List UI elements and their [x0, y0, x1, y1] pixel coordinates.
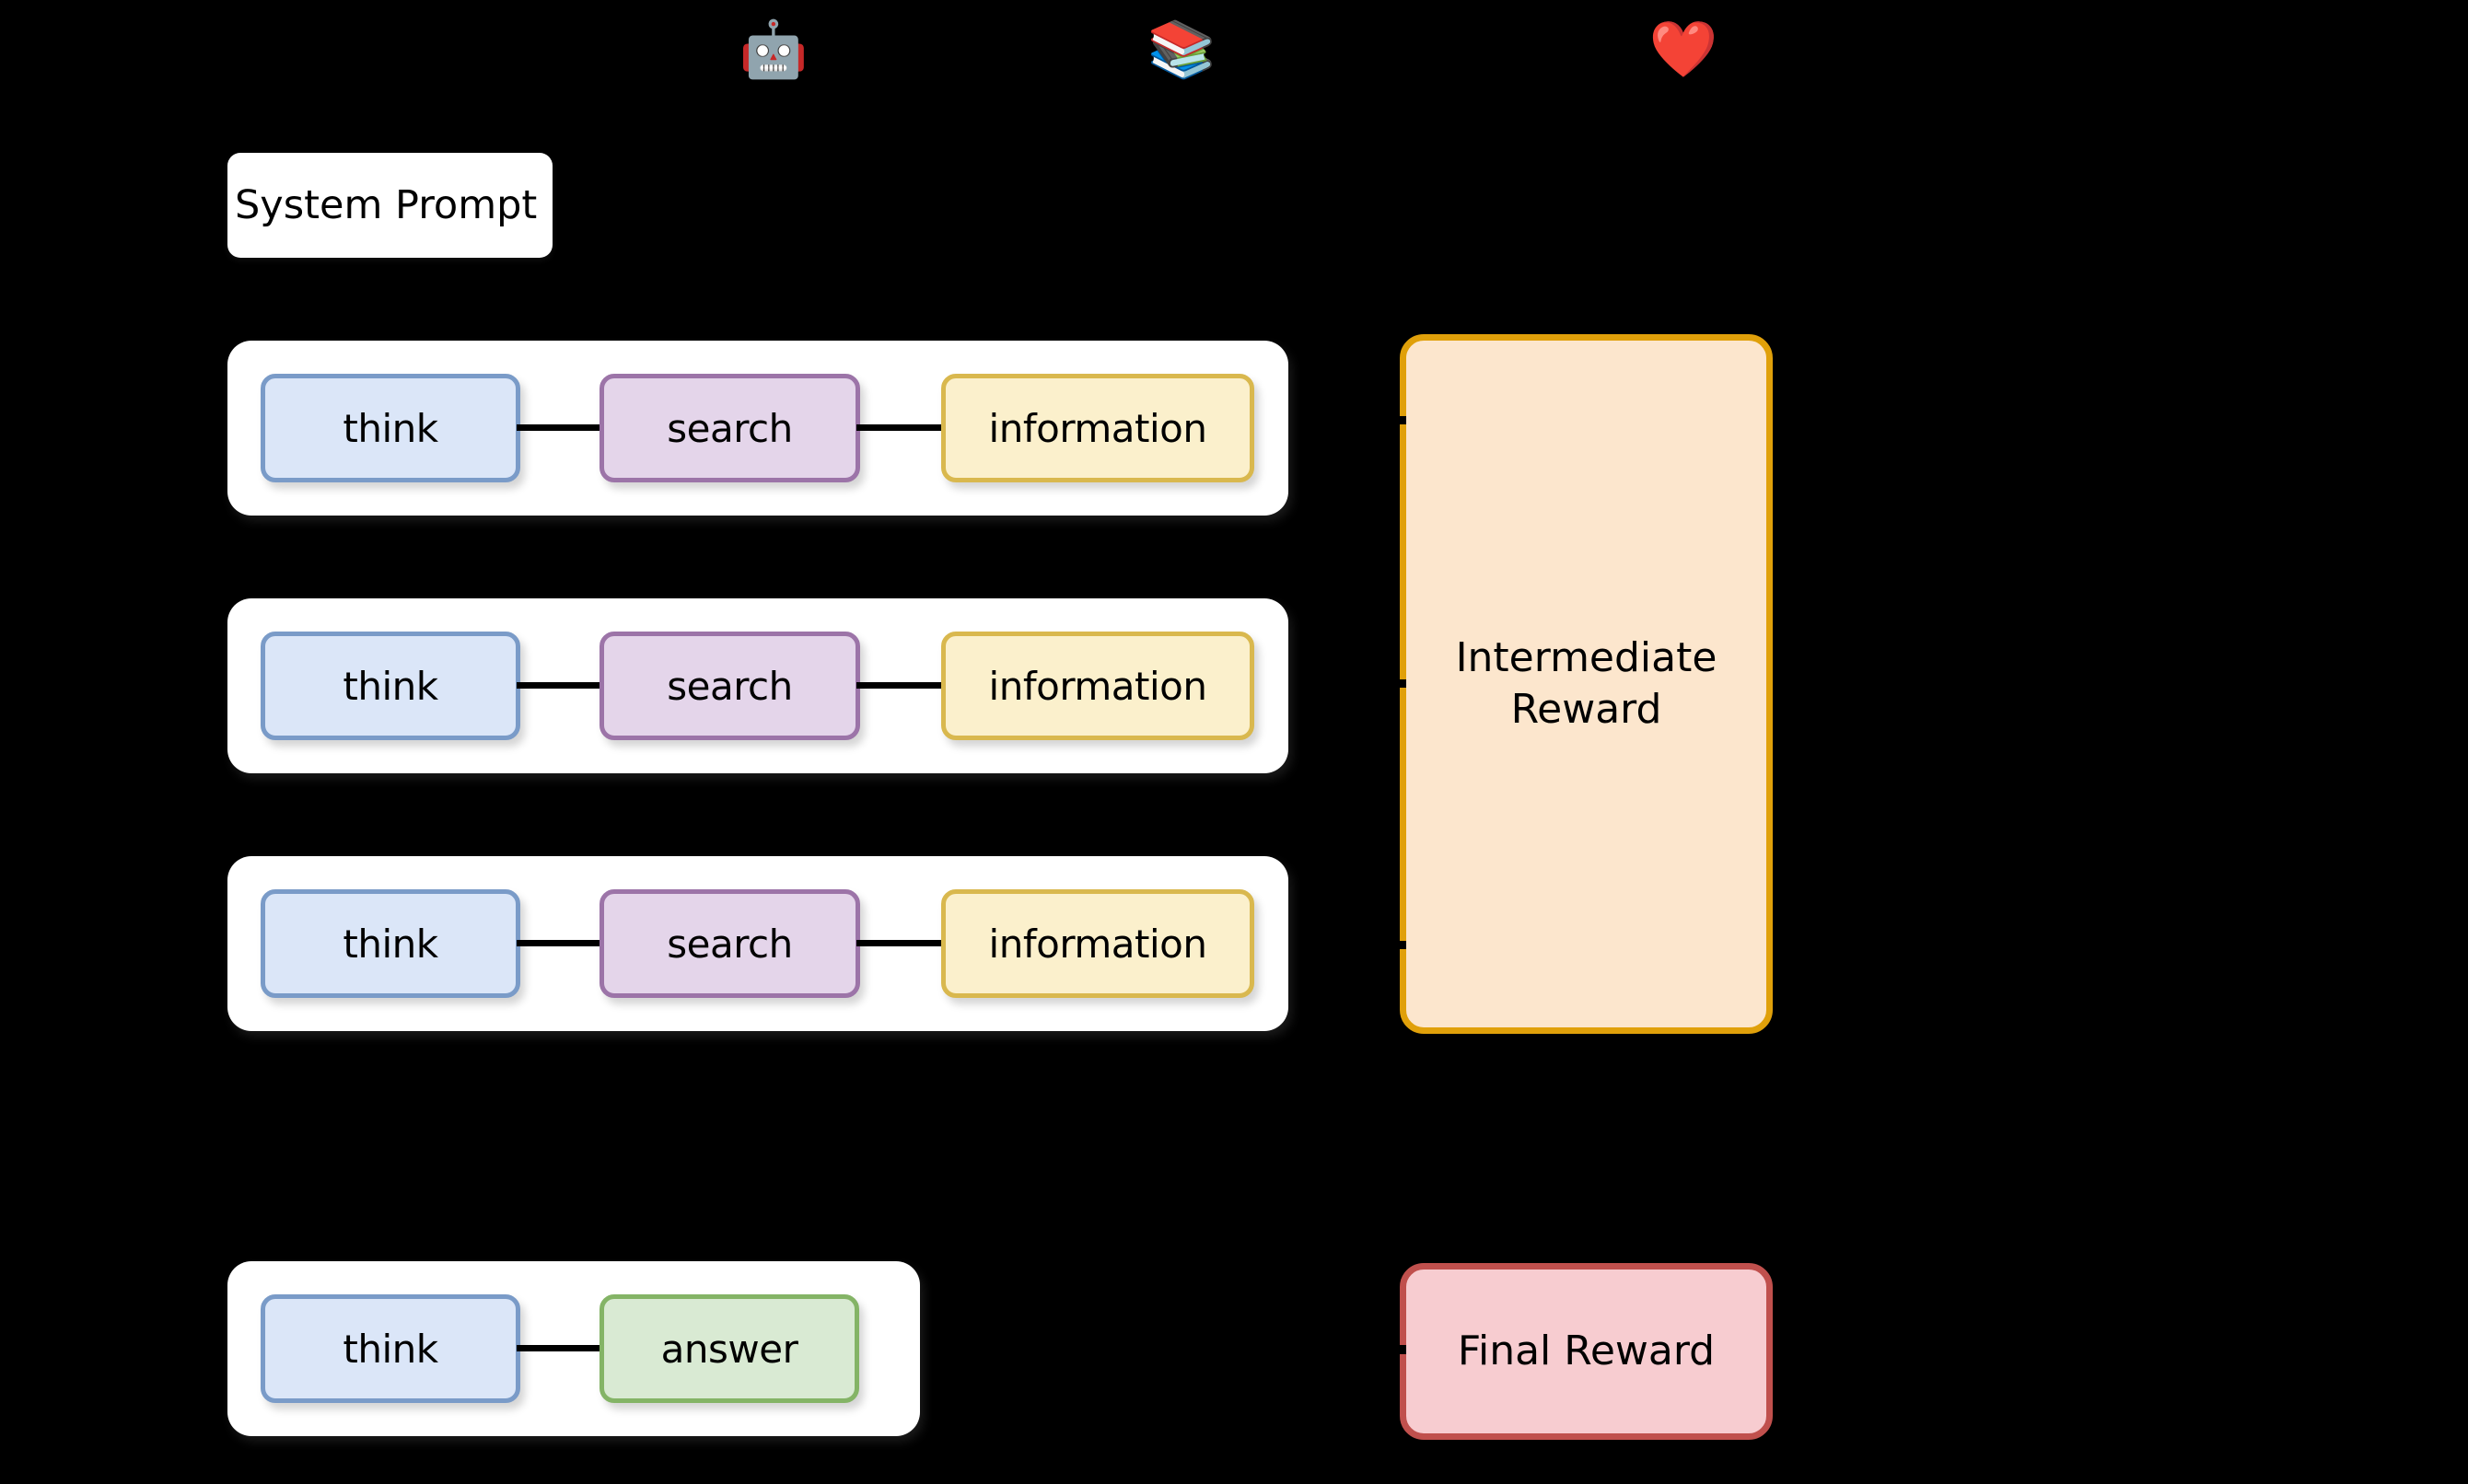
intermediate-reward-label: Intermediate Reward	[1455, 633, 1717, 733]
chip-search-label: search	[667, 663, 793, 709]
rollout-step-card: think search information	[227, 341, 1288, 516]
rollout-step-card: think search information	[227, 856, 1288, 1031]
final-answer-card: think answer	[227, 1261, 920, 1436]
system-prompt-box: System Prompt	[227, 153, 553, 258]
heart-icon: ❤️	[1648, 17, 1718, 82]
ellipsis-dot	[1614, 1144, 1627, 1157]
chip-search: search	[600, 374, 860, 482]
chip-answer-label: answer	[660, 1326, 798, 1372]
reward-continuation-ellipsis	[1566, 1086, 1676, 1215]
connector-think-search	[517, 682, 603, 689]
chip-think: think	[261, 889, 520, 998]
chip-information-label: information	[988, 405, 1207, 451]
chip-think-label: think	[343, 405, 438, 451]
chip-information-label: information	[988, 921, 1207, 967]
chip-information: information	[941, 374, 1254, 482]
chip-information: information	[941, 632, 1254, 740]
final-reward-label: Final Reward	[1457, 1327, 1716, 1374]
chip-search: search	[600, 632, 860, 740]
ellipsis-dot	[611, 1086, 623, 1098]
chip-think-label: think	[343, 663, 438, 709]
ellipsis-dot	[1614, 1203, 1627, 1215]
ellipsis-dot	[611, 1144, 623, 1157]
chip-information-label: information	[988, 663, 1207, 709]
rollout-step-card: think search information	[227, 598, 1288, 773]
final-reward-box: Final Reward	[1400, 1263, 1773, 1440]
chip-search-label: search	[667, 921, 793, 967]
arrow-head-rollout-2-to-intermediate-reward	[1393, 679, 1406, 688]
chip-information: information	[941, 889, 1254, 998]
connector-think-answer	[517, 1345, 603, 1351]
connector-think-search	[517, 940, 603, 946]
chip-think: think	[261, 632, 520, 740]
rollout-continuation-ellipsis	[562, 1086, 672, 1215]
arrow-head-rollout-3-to-intermediate-reward	[1393, 941, 1406, 949]
chip-think: think	[261, 1294, 520, 1403]
ellipsis-dot	[1614, 1086, 1627, 1098]
intermediate-reward-box: Intermediate Reward	[1400, 334, 1773, 1034]
arrow-head-rollout-1-to-intermediate-reward	[1393, 416, 1406, 424]
chip-think-label: think	[343, 921, 438, 967]
arrow-head-answer-to-final-reward	[1390, 1345, 1406, 1354]
robot-icon: 🤖	[739, 17, 809, 82]
chip-search: search	[600, 889, 860, 998]
connector-search-information	[856, 940, 945, 946]
chip-think: think	[261, 374, 520, 482]
ellipsis-dot	[611, 1203, 623, 1215]
chip-answer: answer	[600, 1294, 859, 1403]
books-icon: 📚	[1147, 17, 1217, 82]
chip-search-label: search	[667, 405, 793, 451]
connector-search-information	[856, 682, 945, 689]
system-prompt-label: System Prompt	[235, 182, 538, 228]
connector-search-information	[856, 424, 945, 431]
header-icon-row: 🤖 📚 ❤️	[0, 0, 2468, 129]
connector-think-search	[517, 424, 603, 431]
chip-think-label: think	[343, 1326, 438, 1372]
